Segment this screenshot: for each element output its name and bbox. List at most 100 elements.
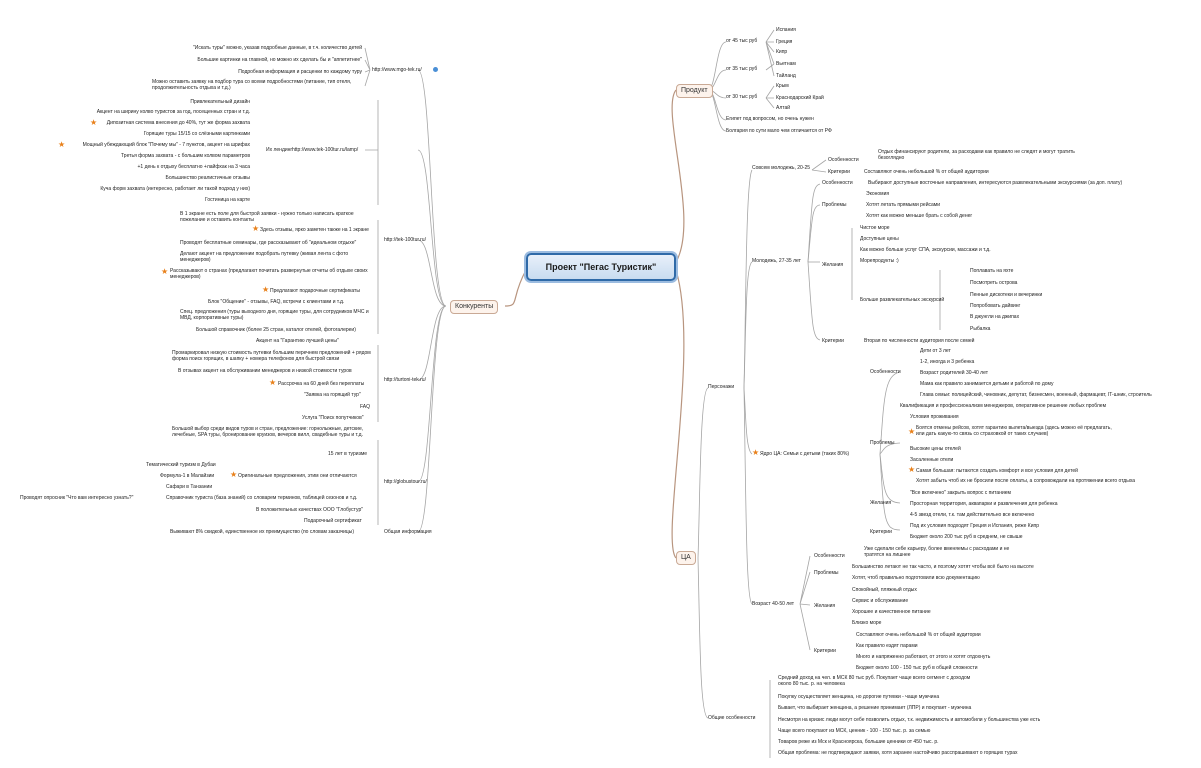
site1-item: Большие картинки на главной, но можно их…: [197, 57, 362, 63]
product-country-3[interactable]: Кипр: [776, 49, 788, 55]
site2-item: Горящие туры 15/15 со слёзными картинкам…: [143, 131, 250, 137]
audience-general-item: Несмотря на кризис люди могут себе позво…: [778, 717, 1041, 723]
site3-item: Здесь отзывы, ярко заметен также на 1 эк…: [260, 227, 369, 233]
families-problems[interactable]: Проблемы: [870, 440, 895, 446]
site5-item: 15 лет в туризме: [328, 451, 368, 457]
families-crit-item: Под их условия подходят Греция и Испания…: [910, 523, 1039, 529]
persona-older[interactable]: Возраст 40-50 лет: [752, 601, 795, 607]
competitor-site-2-label[interactable]: Их лендинг: [266, 147, 293, 153]
product-region-2[interactable]: Краснодарский Край: [776, 95, 824, 101]
site5-original-item: Формула-1 в Малайзии: [160, 473, 215, 479]
young2-wishes[interactable]: Желания: [822, 262, 844, 268]
young2-criteria[interactable]: Критерии: [822, 338, 844, 344]
site5-survey: Проводят опросник "Что вам интересно узн…: [20, 495, 134, 501]
families-prob-item: Условия проживания: [910, 414, 959, 420]
site5-item: Подарочный сертификат: [304, 518, 362, 524]
young2-fun-item: Посмотреть острова: [970, 280, 1018, 286]
families-wishes[interactable]: Желания: [870, 500, 892, 506]
audience-general-item: Общая проблема: не подтверждают заявки, …: [778, 750, 1018, 756]
young1-criteria-text: Составляют очень небольшой % от общей ау…: [864, 169, 989, 175]
star-icon: ★: [908, 427, 916, 436]
product-price-35[interactable]: от 35 тыс руб: [726, 66, 758, 72]
audience-general-item: Чаще всего покупают из МСК, ценник - 100…: [778, 728, 931, 734]
families-peculiarities[interactable]: Особенности: [870, 369, 901, 375]
site4-item: Рассрочка на 60 дней без переплаты: [278, 381, 365, 387]
star-icon: ★: [262, 285, 270, 294]
competitor-site-4[interactable]: http://turtoni-tek.ru/: [384, 377, 426, 383]
families-wish-item: Просторная территория, аквапарки и развл…: [910, 501, 1058, 507]
star-icon: ★: [252, 224, 260, 233]
product-country-2[interactable]: Греция: [776, 39, 793, 45]
young2-fun-item: Попробовать дайвинг: [970, 303, 1021, 309]
site5-item: Большой выбор среди видов туров и стран,…: [172, 426, 364, 438]
branch-audience[interactable]: ЦА: [676, 551, 696, 565]
competitor-site-5[interactable]: http://globustour.ru/: [384, 479, 427, 485]
product-price-45[interactable]: от 45 тыс руб: [726, 38, 758, 44]
young2-fun-label[interactable]: Больше развлекательных экскурсий: [860, 297, 945, 303]
older-wish-item: Спокойный, пляжный отдых: [852, 587, 917, 593]
older-criteria[interactable]: Критерии: [814, 648, 836, 654]
site2-item: Дипозитная система внесения до 40%, тут …: [106, 120, 250, 126]
audience-personas[interactable]: Персонажи: [708, 384, 735, 390]
competitors-general-item: Выживают 8% скидкой, единственное их пре…: [170, 529, 355, 535]
older-prob-item: Большинство летают не так часто, и поэто…: [852, 564, 1034, 570]
product-extra-2[interactable]: Болгария по сути мало чем отличается от …: [726, 128, 832, 134]
persona-families[interactable]: Ядро ЦА: Семьи с детьми (таких 80%): [760, 451, 850, 457]
branch-product[interactable]: Продукт: [676, 84, 713, 98]
young2-problem-item: Экономия: [866, 191, 890, 197]
young2-peculiarities[interactable]: Особенности: [822, 180, 853, 186]
site2-item: Привлекательный дизайн: [190, 99, 250, 105]
site2-item: Третья форма захвата - с большим колвом …: [121, 153, 250, 159]
site2-item: Большинство реалистичные отзывы: [165, 175, 250, 181]
persona-young2[interactable]: Молодежь, 27-35 лет: [752, 258, 801, 264]
audience-general[interactable]: Общие особенности: [708, 715, 756, 721]
product-region-1[interactable]: Крым: [776, 83, 789, 89]
site2-item: Акцент на ширину колво туристов за год, …: [96, 109, 250, 115]
site5-item: Справочник туриста (база знаний) со слов…: [166, 495, 358, 501]
product-price-30[interactable]: от 30 тыс руб: [726, 94, 758, 100]
site4-item: Промаркировал низкую стоимость путевки б…: [172, 350, 371, 362]
older-problems[interactable]: Проблемы: [814, 570, 839, 576]
site1-item: "Искать туры" можно, указав подробные да…: [192, 45, 362, 51]
persona-young1[interactable]: Совсем молодежь, 20-25: [752, 165, 811, 171]
audience-general-item: Товаров реже из Мск и Красноярска, больш…: [778, 739, 939, 745]
older-wishes[interactable]: Желания: [814, 603, 836, 609]
star-icon: ★: [161, 267, 169, 276]
product-extra-1[interactable]: Египет под вопросом, но очень нужен: [726, 116, 814, 122]
young1-criteria[interactable]: Критерии: [828, 169, 850, 175]
families-prob-item: Засаленные отели: [910, 457, 954, 463]
site3-item: В 1 экране есть поле для быстрой заявки …: [180, 211, 354, 223]
central-topic[interactable]: Проект "Пегас Туристик": [526, 253, 676, 281]
branch-competitors[interactable]: Конкуренты: [450, 300, 499, 314]
young2-problem-item: Хотят летать прямыми рейсами: [866, 202, 941, 208]
young1-peculiarities[interactable]: Особенности: [828, 157, 859, 163]
competitor-site-2[interactable]: http://www.tek-100tur.ru/lamp/: [292, 147, 359, 153]
site3-item: Предлагают подарочные сертификаты: [270, 288, 360, 294]
site2-item: Куча форм захвата (интересно, работает л…: [100, 186, 250, 192]
product-region-3[interactable]: Алтай: [776, 105, 791, 111]
families-criteria[interactable]: Критерии: [870, 529, 892, 535]
site4-item: В отзывах акцент на обслуживании менедже…: [178, 368, 352, 374]
competitors-general-label[interactable]: Общая информация: [384, 529, 432, 535]
young2-wish-item: Морепродукты :): [860, 258, 899, 264]
product-country-1[interactable]: Испания: [776, 27, 796, 33]
families-pec-item: Мама как правило занимается детьми и раб…: [920, 381, 1054, 387]
product-country-4[interactable]: Вьетнам: [776, 61, 796, 67]
site4-item: Акцент на "Гарантию лучшей цены": [256, 338, 339, 344]
older-crit-item: Много и напряженно работают, от этого и …: [856, 654, 991, 660]
star-icon: ★: [58, 140, 66, 149]
families-pec-item: 1-2, иногда и 3 ребенка: [920, 359, 975, 365]
competitor-site-1[interactable]: http://www.mgo-tek.ru/: [372, 67, 422, 73]
product-country-5[interactable]: Тайланд: [776, 73, 796, 79]
families-wish-item: 4-5 звезд отели, т.к. там действительно …: [910, 512, 1035, 518]
site2-item: +1 день к отдыху бесплатно +лайфхак на 3…: [137, 164, 250, 170]
young2-peculiarities-text: Выбирают доступные восточные направления…: [868, 180, 1123, 186]
young2-wish-item: Как можно больше услуг СПА, экскурсии, м…: [860, 247, 991, 253]
link-icon[interactable]: [433, 67, 438, 72]
older-peculiarities[interactable]: Особенности: [814, 553, 845, 559]
young2-problems[interactable]: Проблемы: [822, 202, 847, 208]
competitor-site-3[interactable]: http://tek-100tur.ru/: [384, 237, 426, 243]
families-prob-item: Квалификация и профессионализм менеджеро…: [900, 403, 1107, 409]
older-wish-item: Сервис и обслуживание: [852, 598, 909, 604]
older-wish-item: Хорошее и качественное питание: [852, 609, 931, 615]
